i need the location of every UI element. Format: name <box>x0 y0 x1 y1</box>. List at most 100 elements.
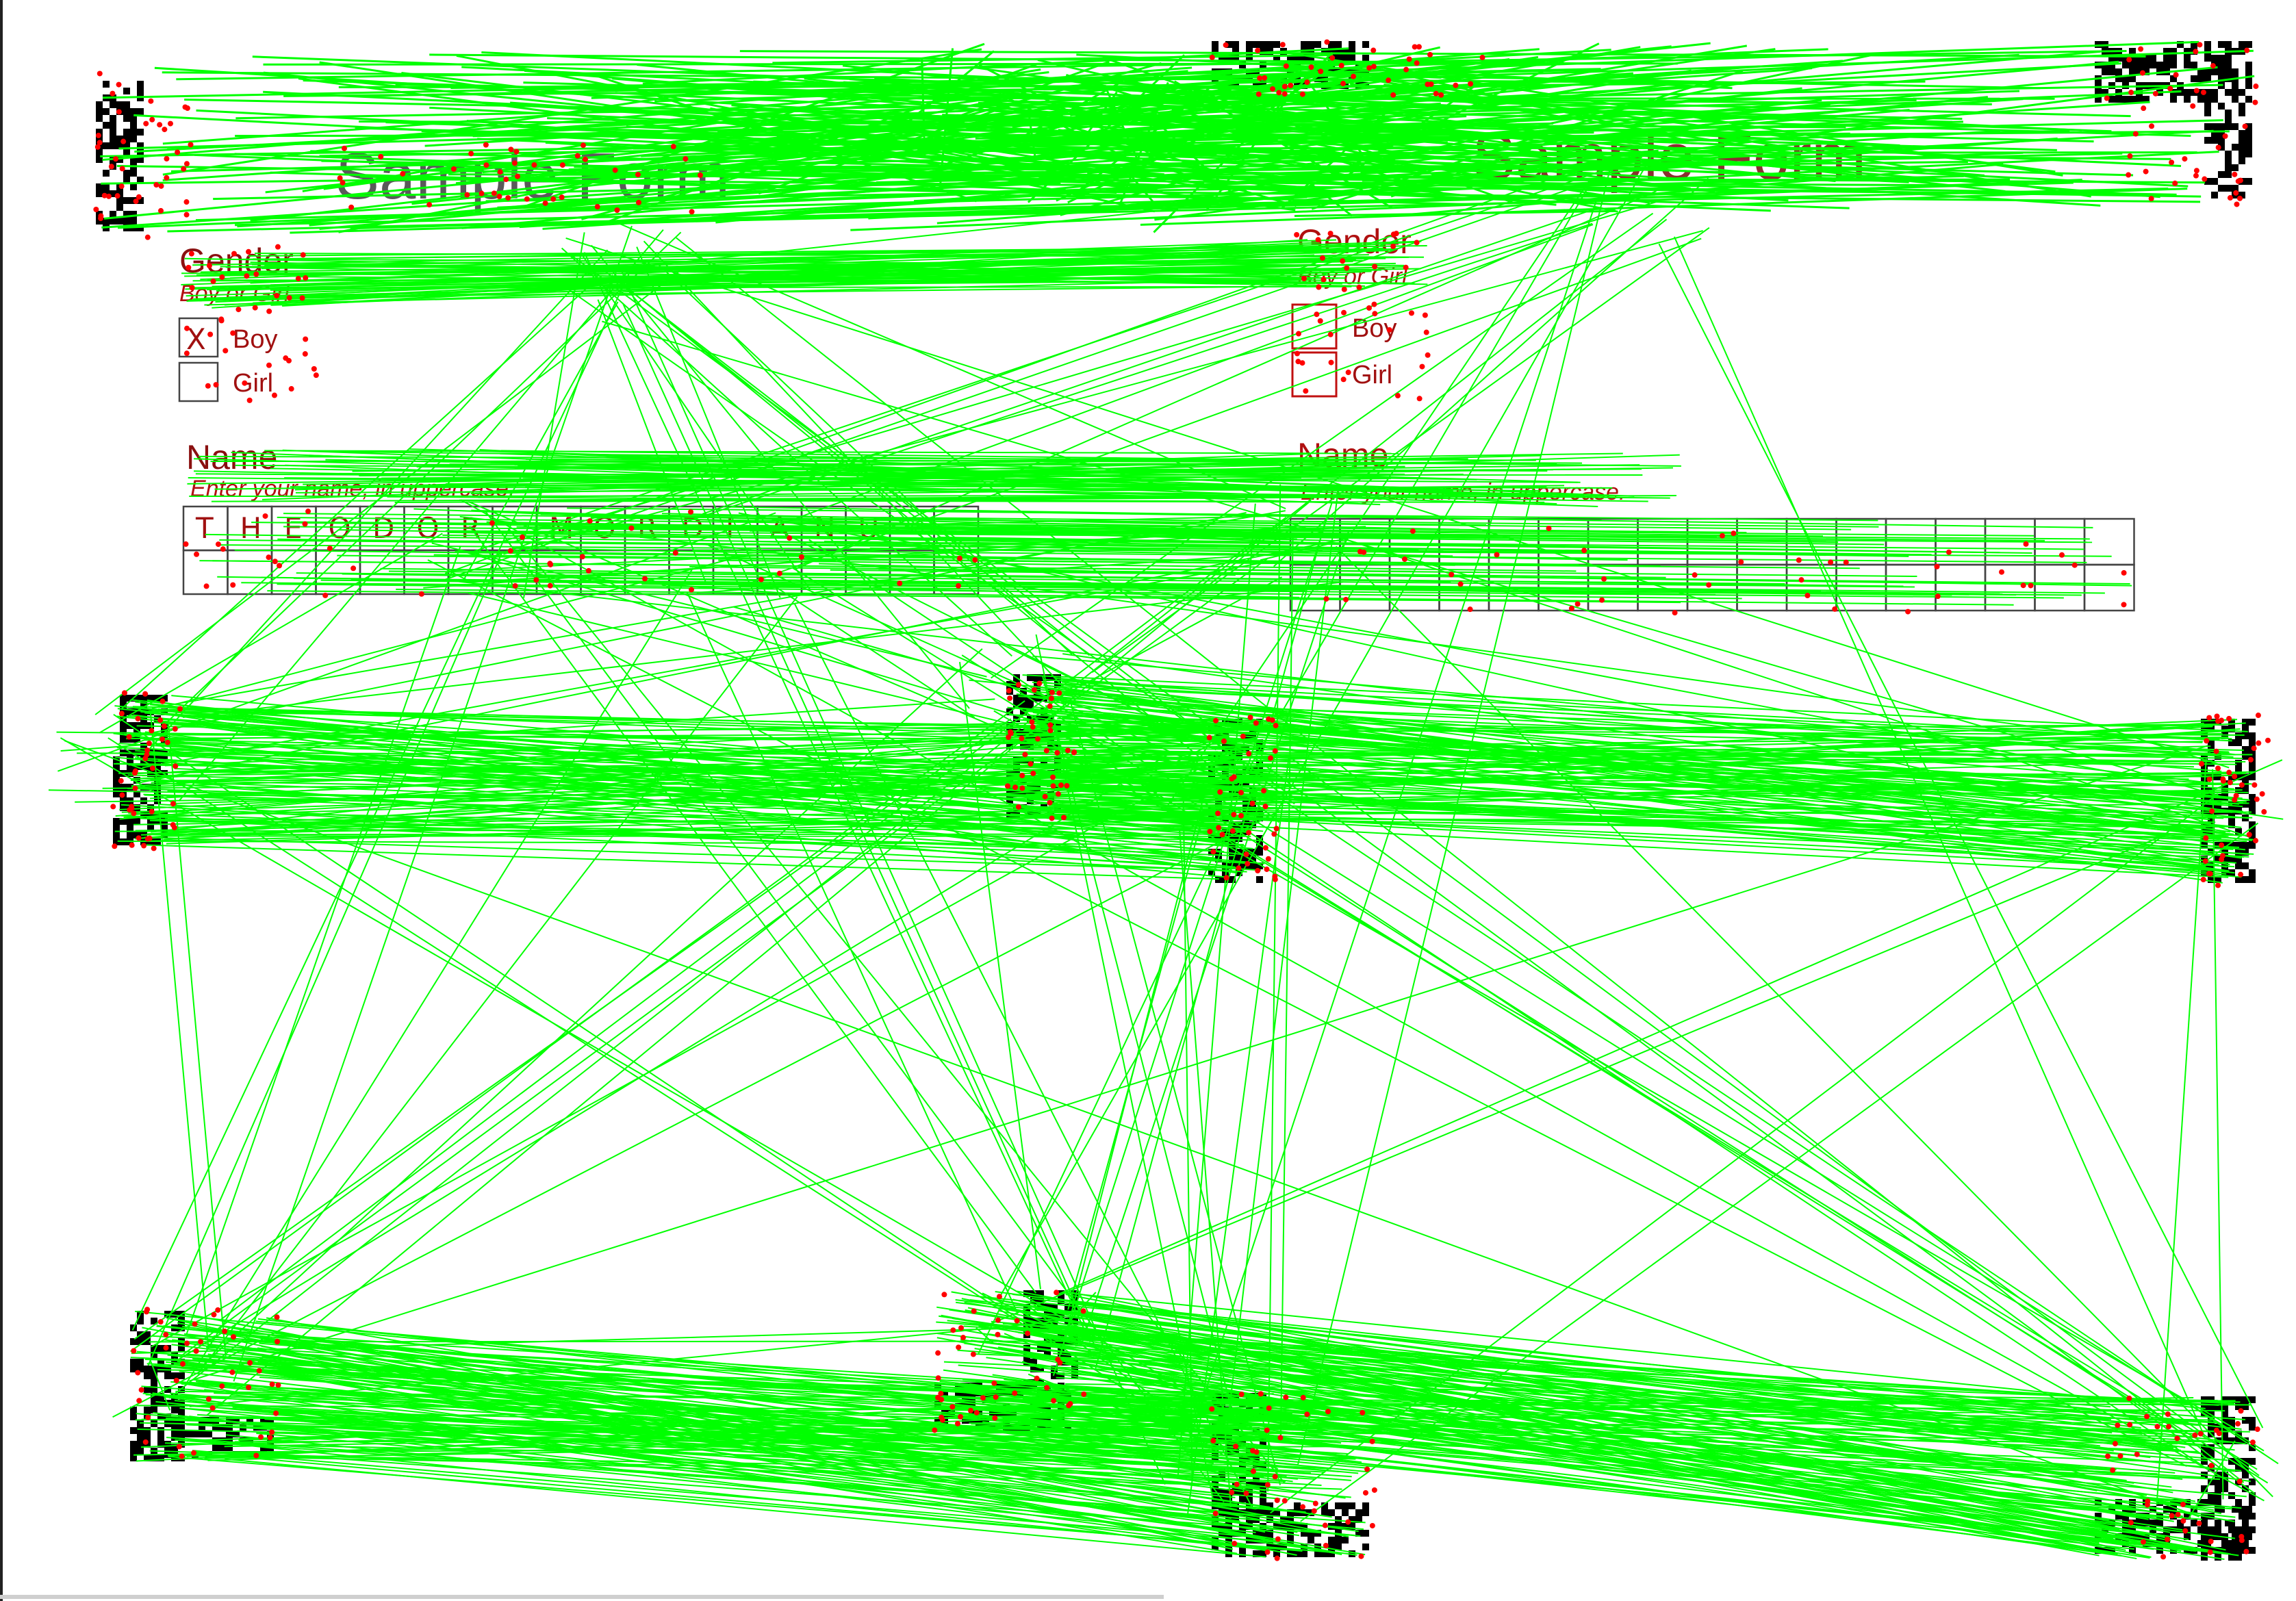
keypoint <box>192 1321 198 1327</box>
keypoint <box>1568 605 1574 611</box>
keypoint <box>1025 1330 1031 1336</box>
keypoint <box>1341 286 1347 292</box>
match-line <box>1081 529 1350 1345</box>
match-line <box>1032 655 2200 759</box>
match-line <box>969 120 1963 147</box>
match-line <box>241 582 2064 599</box>
keypoint <box>2167 86 2173 92</box>
keypoint <box>1058 782 1064 789</box>
keypoint <box>1403 264 1409 270</box>
keypoint <box>1453 82 1459 88</box>
right-girl-checkbox[interactable] <box>1291 351 1338 398</box>
match-line <box>145 249 609 754</box>
right-name-cell[interactable] <box>2034 563 2086 612</box>
match-line <box>1025 728 2245 736</box>
keypoint <box>970 1351 976 1357</box>
match-line <box>1045 771 2242 878</box>
match-line <box>461 550 1227 779</box>
keypoint <box>2215 882 2221 888</box>
match-line <box>652 115 1626 162</box>
keypoint <box>274 1314 280 1320</box>
match-line <box>509 200 1661 544</box>
keypoint <box>1264 866 1270 872</box>
keypoint <box>533 577 539 583</box>
keypoint <box>2149 123 2155 129</box>
right-name-cell[interactable] <box>2083 563 2135 612</box>
keypoint <box>246 1384 252 1390</box>
keypoint <box>181 166 187 172</box>
keypoint <box>2215 718 2221 724</box>
match-line <box>285 464 1381 506</box>
keypoint <box>689 209 695 215</box>
match-line <box>1046 1349 2164 1435</box>
keypoint <box>1049 689 1055 695</box>
match-line <box>1022 674 2248 732</box>
match-line <box>733 606 1193 740</box>
keypoint <box>2210 63 2216 69</box>
keypoint <box>1051 1398 1057 1404</box>
match-line <box>602 320 2244 804</box>
match-line <box>481 51 2082 131</box>
keypoint <box>1935 593 1941 600</box>
match-line <box>990 212 1654 679</box>
keypoint <box>1403 66 1410 73</box>
keypoint <box>2140 1539 2146 1545</box>
keypoint <box>1344 265 1350 271</box>
keypoint <box>559 194 565 201</box>
keypoint <box>489 520 495 526</box>
keypoint <box>2234 201 2240 207</box>
keypoint <box>283 355 289 361</box>
keypoint <box>787 535 793 541</box>
match-line <box>1025 79 1124 136</box>
keypoint <box>230 582 236 588</box>
left-girl-checkbox[interactable] <box>178 361 219 402</box>
keypoint <box>2128 1520 2134 1526</box>
keypoint <box>672 550 678 556</box>
left-name-cell[interactable] <box>227 549 273 595</box>
match-line <box>1335 546 2273 1498</box>
keypoint <box>513 149 520 155</box>
left-boy-checkbox[interactable] <box>178 317 219 358</box>
keypoint <box>303 275 309 281</box>
keypoint <box>1798 577 1804 583</box>
left-name-cell[interactable] <box>315 549 361 595</box>
keypoint <box>340 179 346 185</box>
keypoint <box>1428 81 1434 87</box>
keypoint <box>2198 760 2204 767</box>
keypoint <box>1238 790 1244 796</box>
keypoint <box>1546 525 1552 531</box>
keypoint <box>2028 582 2034 589</box>
match-line <box>1049 146 1800 213</box>
left-name-cell[interactable] <box>270 549 317 595</box>
keypoint <box>1327 231 1334 237</box>
keypoint <box>170 801 176 807</box>
keypoint <box>2215 765 2221 771</box>
match-line <box>1061 1299 2141 1429</box>
keypoint <box>1281 91 1288 97</box>
keypoint <box>1212 1511 1219 1517</box>
right-name-cell[interactable] <box>1835 517 1887 566</box>
keypoint <box>992 1415 998 1421</box>
keypoint <box>2152 90 2158 97</box>
keypoint <box>2190 103 2196 109</box>
match-line <box>728 48 1540 114</box>
right-name-cell[interactable] <box>1984 563 2036 612</box>
keypoint <box>2206 776 2212 782</box>
keypoint <box>2216 1431 2222 1437</box>
keypoint <box>2193 88 2199 94</box>
match-line <box>275 264 1347 292</box>
keypoint <box>2071 562 2078 568</box>
match-line <box>1080 115 2094 143</box>
match-line <box>523 232 585 598</box>
match-line <box>1004 194 1273 200</box>
match-line <box>1390 136 1566 198</box>
match-line <box>99 533 443 734</box>
right-name-cell[interactable] <box>1736 563 1788 612</box>
match-line <box>1013 806 2210 871</box>
match-line <box>2183 804 2284 820</box>
left-name-cell[interactable] <box>359 549 405 595</box>
keypoint <box>1304 79 1310 86</box>
keypoint <box>118 183 125 190</box>
keypoint <box>2265 737 2271 743</box>
keypoint <box>177 706 183 712</box>
